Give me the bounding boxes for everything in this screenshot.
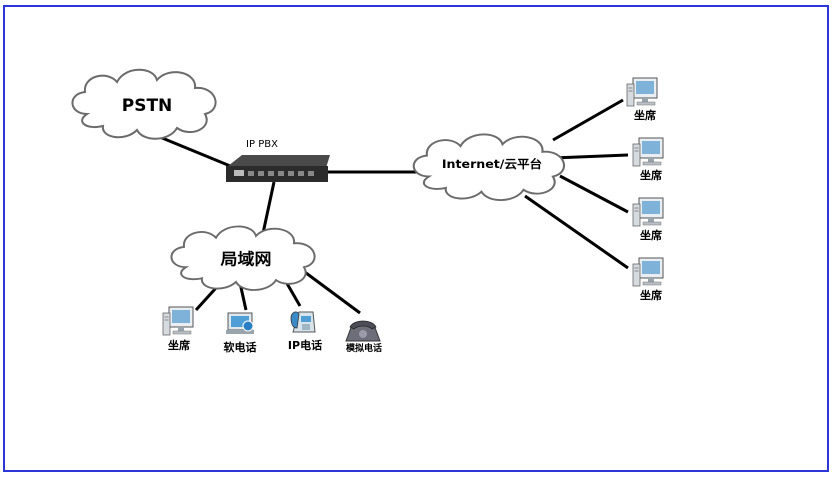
pstn-cloud: PSTN xyxy=(71,68,217,140)
lan-seat: 坐席 xyxy=(162,306,194,352)
internet-label: Internet/云平台 xyxy=(442,157,542,171)
remote-seat: 坐席 xyxy=(632,257,664,302)
diagram-frame xyxy=(3,5,829,472)
line-internet-seat-4 xyxy=(524,194,629,270)
remote-seat-label: 坐席 xyxy=(634,108,656,122)
computer-icon xyxy=(162,306,194,336)
line-pstn-pbx xyxy=(149,131,241,172)
remote-seat: 坐席 xyxy=(632,197,664,242)
lan-seat-label: 坐席 xyxy=(168,338,190,352)
line-internet-seat-2 xyxy=(552,153,629,160)
analog-phone-icon xyxy=(345,320,381,342)
line-internet-seat-3 xyxy=(559,174,629,214)
computer-icon xyxy=(632,137,664,167)
softphone-icon xyxy=(226,312,254,334)
remote-seat-label: 坐席 xyxy=(640,168,662,182)
pbx-device-icon xyxy=(228,155,330,168)
ip-phone-icon xyxy=(290,311,316,333)
ip-pbx-label: IP PBX xyxy=(246,139,278,150)
ip-pbx: IP PBX xyxy=(226,139,330,182)
internet-cloud: Internet/云平台 xyxy=(412,133,566,202)
softphone: 软电话 xyxy=(224,312,257,354)
line-pbx-lan xyxy=(260,181,276,239)
computer-icon xyxy=(632,197,664,227)
lan-label: 局域网 xyxy=(221,250,272,268)
computer-icon xyxy=(626,77,658,107)
line-internet-seat-1 xyxy=(552,98,624,142)
computer-icon xyxy=(632,257,664,287)
remote-seat-label: 坐席 xyxy=(640,228,662,242)
lan-cloud: 局域网 xyxy=(170,225,316,291)
analog-phone: 模拟电话 xyxy=(345,320,382,354)
remote-seat: 坐席 xyxy=(632,137,664,182)
ip-phone: IP电话 xyxy=(288,311,322,352)
softphone-label: 软电话 xyxy=(224,340,257,354)
line-lan-analog xyxy=(301,268,361,315)
remote-seat-label: 坐席 xyxy=(640,288,662,302)
remote-seat: 坐席 xyxy=(626,77,658,122)
pstn-label: PSTN xyxy=(122,96,173,116)
ip-phone-label: IP电话 xyxy=(288,338,322,352)
analog-phone-label: 模拟电话 xyxy=(346,342,382,354)
